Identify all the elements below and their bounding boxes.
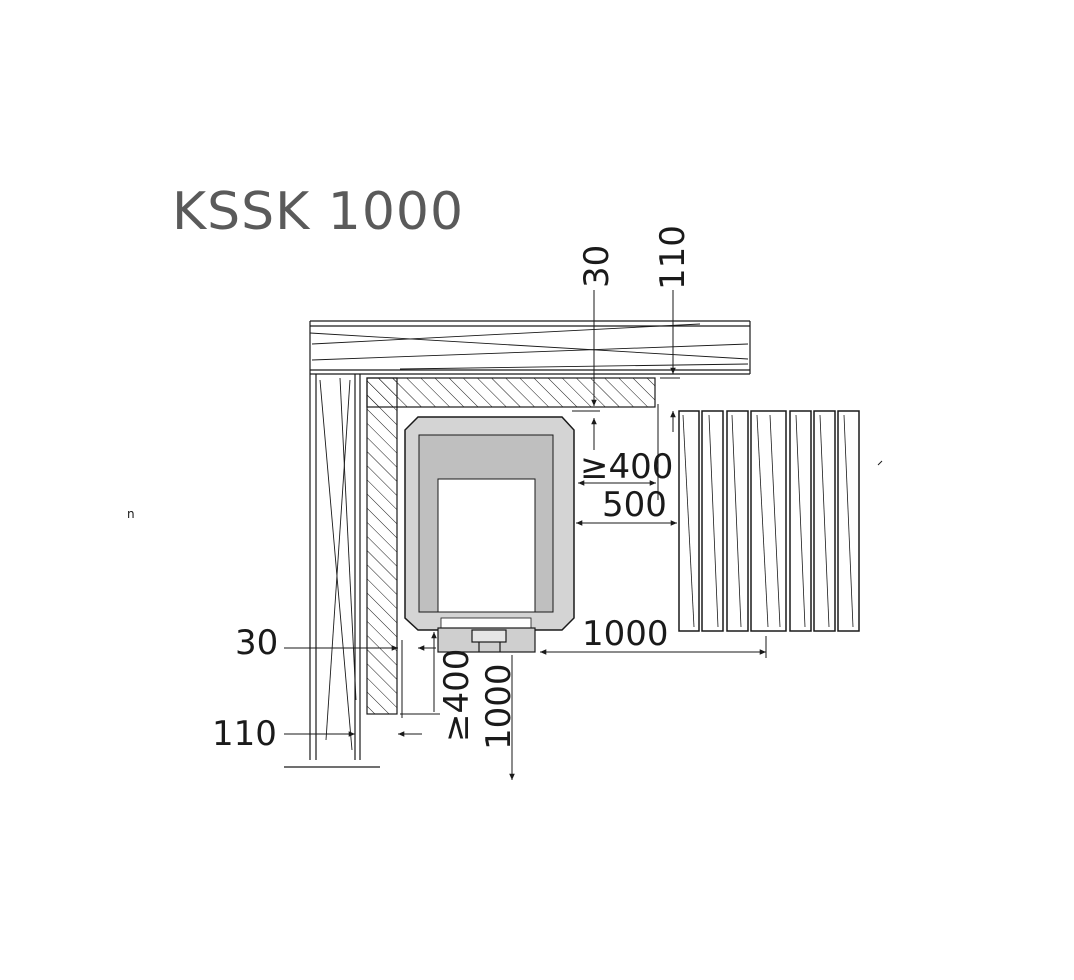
diagram-title: KSSK 1000 [172,182,465,242]
stove [404,416,575,631]
dim-top-110: 110 [653,225,693,290]
control-box [437,627,536,653]
dim-side-1000: 1000 [582,614,669,654]
dim-side-min-400: ≥400 [580,447,673,487]
dim-left-110: 110 [212,714,277,754]
dim-front-1000: 1000 [479,663,519,750]
left-wall [284,321,380,768]
dim-top-30: 30 [577,245,617,288]
dimension-lines [284,290,767,780]
dim-side-500: 500 [602,485,667,525]
dim-front-min-400: ≥400 [437,649,477,742]
stray-tick [877,460,883,466]
top-shield [366,377,656,408]
top-wall [309,320,751,375]
bench [678,410,860,632]
left-shield [366,377,398,715]
stray-mark: n [127,507,135,521]
dim-left-30: 30 [235,623,278,663]
